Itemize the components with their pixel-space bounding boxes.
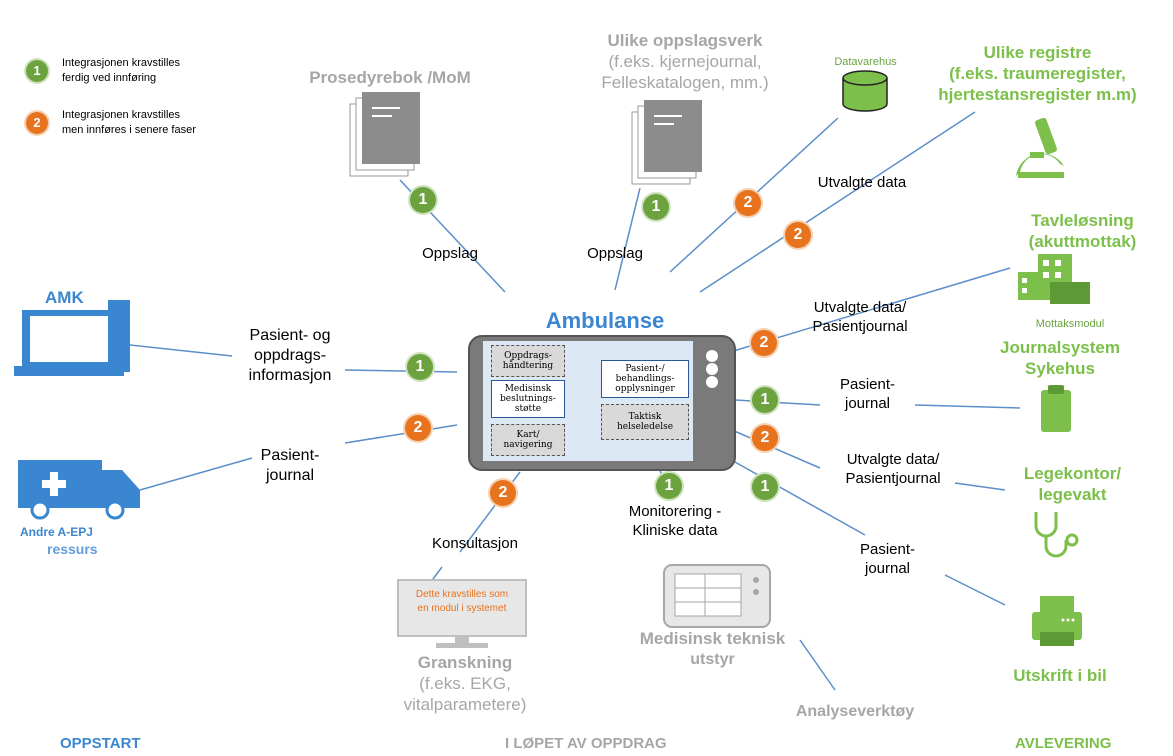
badge-registre: 2 [785,222,811,248]
footer-avlevering: AVLEVERING [1015,735,1112,752]
datavarehus-label: Datavarehus [834,56,897,68]
footer-oppstart: OPPSTART [60,735,141,752]
ambulanse-title: Ambulanse [545,308,665,333]
label-oppslag-2: Oppslag [587,245,643,262]
legend-badge-2: 2 [26,112,48,134]
badge-utskrift: 1 [752,474,778,500]
journalsystem-label: Journalsystem Sykehus [1000,338,1120,378]
mottaksmodul-label: Mottaksmodul [1035,318,1105,330]
prosedyrebok-label: Prosedyrebok /MoM [309,68,471,87]
andre-aepj-label: Andre A-EPJ [20,525,93,539]
badge-medisinsk: 1 [656,473,682,499]
label-utvalgte-pasientjournal-1: Utvalgte data/Pasientjournal [812,299,908,335]
label-pasientjournal-right: Pasient-journal [839,376,896,412]
badge-lege: 2 [752,425,778,451]
badge-amk: 1 [407,354,433,380]
tavle-label: Tavleløsning (akuttmottak) [1028,211,1137,251]
badge-journal: 1 [752,387,778,413]
badge-datavarehus: 2 [735,190,761,216]
medisinsk-label: Medisinsk teknisk utstyr [639,629,786,668]
tablet-button-1[interactable] [706,350,718,362]
badge-tavle: 2 [751,330,777,356]
tablet-button-2[interactable] [706,363,718,375]
module-pasient-behandlingsopplysninger: Pasient-/ behandlings-opplysninger [601,360,689,398]
amk-label: AMK [45,288,84,307]
badge-andre: 2 [405,415,431,441]
tablet-button-3[interactable] [706,376,718,388]
label-pasient-oppdrag: Pasient- og oppdrags- informasjon [248,327,332,384]
footer-i-lopet: I LØPET AV OPPDRAG [505,735,667,752]
badge-granskning: 2 [490,480,516,506]
module-kart-navigering: Kart/ navigering [491,424,565,456]
badge-oppslag: 1 [643,194,669,220]
label-pasientjournal-left: Pasient-journal [260,447,320,484]
label-oppslag-1: Oppslag [422,245,478,262]
granskning-label: Granskning (f.eks. EKG, vitalparametere) [403,653,527,714]
module-taktisk-helseledelse: Taktisk helseledelse [601,404,689,440]
utskrift-label: Utskrift i bil [1013,666,1107,685]
legekontor-label: Legekontor/ legevakt [1023,464,1122,504]
oppslagsverk-label: Ulike oppslagsverk (f.eks. kjernejournal… [601,31,769,92]
label-konsultasjon: Konsultasjon [432,535,518,552]
module-medisinsk-beslutningsstotte: Medisinsk beslutnings-støtte [491,380,565,418]
label-pasientjournal-bottom: Pasient-journal [859,541,916,577]
registre-label: Ulike registre (f.eks. traumeregister, h… [938,43,1137,104]
module-oppdragshandtering: Oppdrags-håndtering [491,345,565,377]
label-utvalgte-pasientjournal-2: Utvalgte data/Pasientjournal [845,451,941,487]
label-monitorering: Monitorering -Kliniske data [628,503,722,539]
label-utvalgte-data: Utvalgte data [817,174,907,191]
analyseverktoy-label: Analyseverktøy [795,703,915,720]
ressurs-label: ressurs [47,541,98,557]
badge-prosedyre: 1 [410,187,436,213]
legend-badge-1: 1 [26,60,48,82]
